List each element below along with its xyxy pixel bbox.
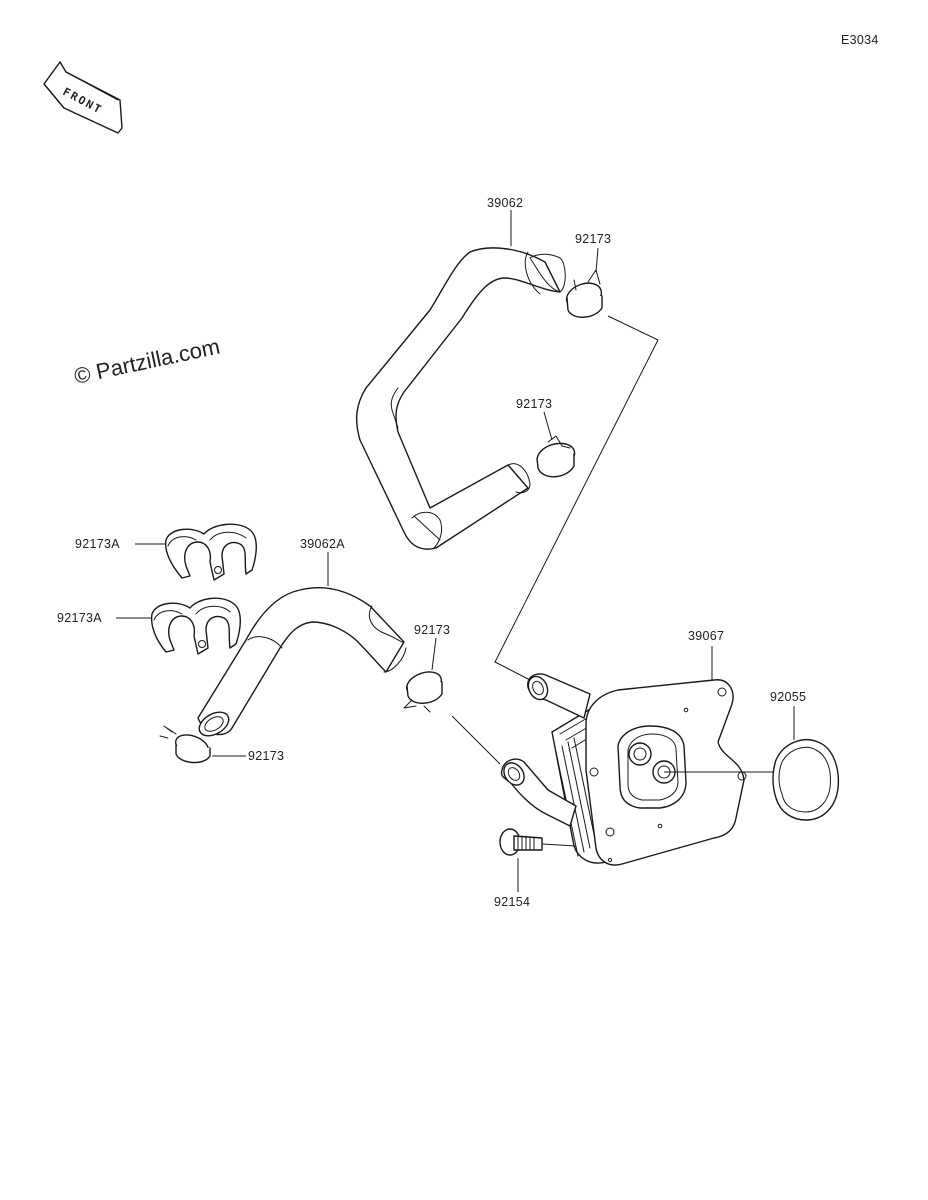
clamp-mid[interactable] (403, 668, 444, 713)
label-92173-c: 92173 (414, 623, 450, 637)
clip-2[interactable] (150, 597, 241, 655)
label-39067: 39067 (688, 629, 724, 643)
clamp-bottom[interactable] (159, 725, 211, 764)
label-92173-d: 92173 (248, 749, 284, 763)
bolt[interactable] (499, 828, 543, 856)
label-92173-b: 92173 (516, 397, 552, 411)
upper-hose[interactable] (355, 247, 566, 550)
watermark: © Partzilla.com (72, 334, 222, 389)
label-92154: 92154 (494, 895, 530, 909)
label-92173A-1: 92173A (75, 537, 120, 551)
oil-cooler[interactable] (500, 673, 747, 866)
label-39062: 39062 (487, 196, 523, 210)
label-92055: 92055 (770, 690, 806, 704)
clamp-upper-1[interactable] (563, 269, 605, 318)
label-39062A: 39062A (300, 537, 345, 551)
clip-1[interactable] (165, 523, 257, 581)
lower-hose[interactable] (195, 587, 407, 741)
front-arrow-icon: FRONT (43, 61, 123, 134)
clamp-upper-2[interactable] (535, 435, 578, 478)
diagram-code: E3034 (841, 33, 879, 47)
label-92173-a: 92173 (575, 232, 611, 246)
label-92173A-2: 92173A (57, 611, 102, 625)
oring[interactable] (772, 739, 840, 821)
